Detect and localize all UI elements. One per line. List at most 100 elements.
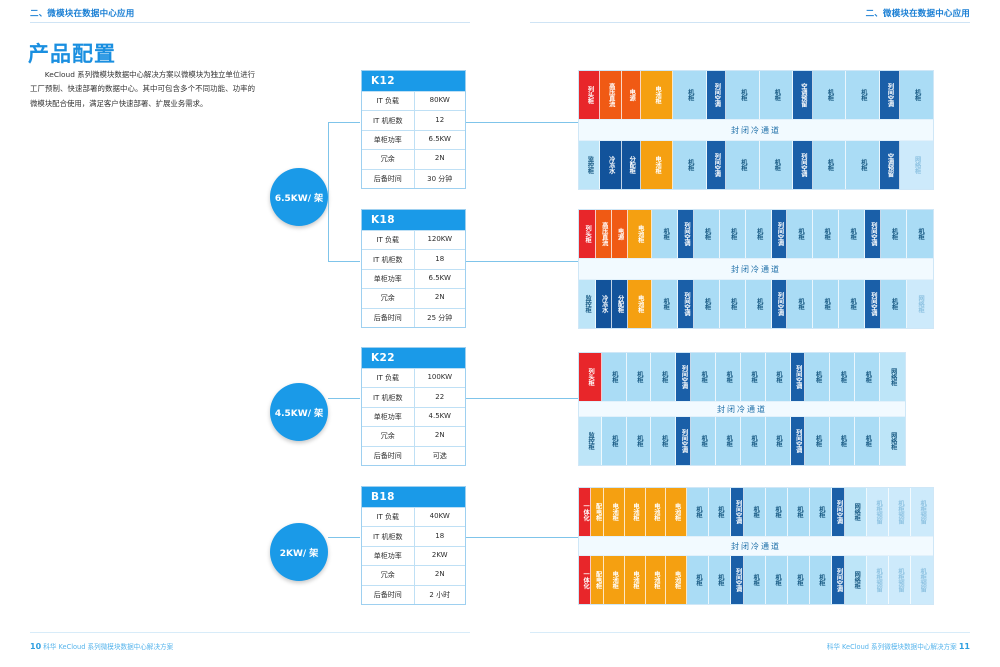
rack-cabinet-label: 机柜 (823, 298, 831, 310)
rack-cabinet: 机柜 (880, 210, 907, 258)
rack-cabinet: 机柜 (709, 556, 731, 604)
rack-cabinet: 列头柜 (579, 71, 601, 119)
rack-cabinet: 机柜 (766, 488, 789, 536)
rack-cabinet-label: 机柜 (686, 159, 694, 171)
rack-cabinet: 列间空调 (879, 71, 900, 119)
rack-cabinet-label: 列间空调 (682, 292, 690, 316)
rack-cabinet-label: 冷冻水 (600, 295, 608, 313)
spec-key: IT 机柜数 (362, 388, 415, 407)
spec-table-title: K22 (362, 348, 465, 368)
rack-cabinet-label: 机柜 (703, 228, 711, 240)
rack-cabinet: 机柜 (740, 417, 766, 465)
rack-cabinet-label: 电池柜 (632, 503, 640, 521)
rack-cabinet-label: 机柜 (774, 574, 782, 586)
rack-row-top: 列头柜高压直流电源电池柜机柜列间空调机柜机柜机柜列间空调机柜机柜机柜列间空调机柜… (579, 210, 933, 258)
rack-cabinet-label: 机柜 (774, 506, 782, 518)
spec-key: 冗余 (362, 427, 415, 446)
footer-right: 科华 KeCloud 系列微模块数据中心解决方案 11 (827, 641, 970, 651)
rack-cabinet-label: 高压直流 (600, 222, 608, 246)
rack-cabinet-label: 列间空调 (713, 153, 721, 177)
rack-cabinet-label: 机柜 (913, 89, 921, 101)
rack-cabinet: 列间空调 (678, 210, 694, 258)
rack-cabinet-label: 机柜 (700, 435, 708, 447)
rack-cabinet-label: 机柜 (797, 228, 805, 240)
rack-cabinet: 机柜 (719, 210, 746, 258)
rack-cabinet: 配电柜 (591, 488, 604, 536)
footer-left: 10 科华 KeCloud 系列微模块数据中心解决方案 (30, 641, 173, 651)
rack-cabinet: 列间空调 (706, 141, 727, 189)
rack-cabinet: 机柜 (759, 141, 794, 189)
rack-cabinet-label: 机柜 (662, 298, 670, 310)
rack-cabinet-label: 列间空调 (869, 292, 877, 316)
rack-cabinet: 电池柜 (603, 556, 625, 604)
rack-cabinet: 列间空调 (831, 488, 846, 536)
rack-cabinet-label: 机柜 (864, 371, 872, 383)
rack-cabinet-label: 配电柜 (594, 571, 602, 589)
rack-row-top: 列头柜高压直流电源电池柜机柜列间空调机柜机柜空调预留机柜机柜列间空调机柜 (579, 71, 933, 119)
rack-cabinet-label: 机柜 (864, 435, 872, 447)
rack-row-bottom: 监控柜机柜机柜机柜列间空调机柜机柜机柜机柜列间空调机柜机柜机柜网络柜 (579, 417, 905, 465)
rack-row-bottom: 监控柜冷冻水分配柜电池柜机柜列间空调机柜机柜机柜列间空调机柜机柜机柜列间空调机柜… (579, 280, 933, 328)
spec-value: 2N (434, 431, 445, 440)
rack-cabinet: 机柜 (687, 488, 710, 536)
rack-cabinet: 分配柜 (612, 280, 628, 328)
spec-key: 单柜功率 (362, 546, 415, 566)
spec-key: 冗余 (362, 150, 415, 169)
rack-cabinet: 机柜 (880, 280, 907, 328)
rack-cabinet-label: 电池柜 (636, 295, 644, 313)
rack-cabinet-label: 列间空调 (869, 222, 877, 246)
rack-cabinet: 电池柜 (624, 556, 646, 604)
rack-cabinet-label: 列间空调 (680, 429, 688, 453)
rack-cabinet: 机柜 (813, 280, 840, 328)
rack-cabinet-label: 机柜 (635, 371, 643, 383)
rack-cabinet: 机柜预留 (889, 488, 912, 536)
rack-cabinet: 机柜 (626, 353, 652, 401)
rack-cabinet: 列间空调 (831, 556, 846, 604)
rack-cabinet-label: 分配柜 (616, 295, 624, 313)
rack-cabinet: 一体化 (579, 488, 592, 536)
spec-value: 2N (434, 293, 445, 302)
spec-table-title: K18 (362, 210, 465, 230)
footer-page-number-right: 11 (958, 642, 970, 651)
rack-cabinet: 空调预留 (793, 71, 813, 119)
rack-cabinet-label: 机柜 (773, 89, 781, 101)
rack-cabinet: 列间空调 (706, 71, 727, 119)
power-badge-label: 2KW/ 架 (279, 548, 319, 559)
spec-key: 后备时间 (362, 585, 415, 604)
spec-value: 22 (435, 392, 445, 401)
rack-cabinet-label: 机柜预留 (875, 500, 883, 524)
rack-cabinet-label: 列间空调 (734, 500, 742, 524)
spec-key: 后备时间 (362, 169, 415, 188)
spec-row: 后备时间可选 (362, 445, 465, 465)
rack-cabinet: 机柜 (788, 488, 811, 536)
rack-cabinet: 机柜 (693, 280, 720, 328)
rack-cabinet: 电池柜 (645, 556, 667, 604)
rack-cabinet: 配电柜 (591, 556, 604, 604)
spec-value: 30 分钟 (427, 174, 453, 183)
rack-cabinet: 机柜 (810, 556, 832, 604)
spec-key: 单柜功率 (362, 269, 415, 289)
header-left-title: 二、微模块在数据中心应用 (30, 9, 135, 19)
spec-row: 后备时间 30 分钟 (362, 168, 465, 188)
rack-cabinet-label: 机柜 (739, 89, 747, 101)
rack-cabinet-label: 机柜预留 (875, 568, 883, 592)
rack-cabinet-label: 监控柜 (587, 432, 595, 450)
rack-cabinet: 机柜 (830, 353, 856, 401)
rack-row-bottom: 监控柜冷冻水分配柜电池柜机柜列间空调机柜机柜列间空调机柜机柜空调预留网络柜 (579, 141, 933, 189)
rack-row-bottom: 一体化配电柜电池柜电池柜电池柜电池柜机柜机柜列间空调机柜机柜机柜机柜列间空调网络… (579, 556, 933, 604)
rack-cabinet: 列头柜 (579, 353, 602, 401)
connector-k18 (328, 261, 360, 262)
rack-cabinet-label: 电池柜 (654, 156, 662, 174)
power-badge-6-5kw: 6.5KW/ 架 (270, 168, 328, 226)
rack-cabinet-label: 机柜 (694, 506, 702, 518)
rack-cabinet-label: 配电柜 (594, 503, 602, 521)
rack-cabinet: 机柜 (805, 417, 831, 465)
spec-value: 18 (435, 531, 445, 540)
